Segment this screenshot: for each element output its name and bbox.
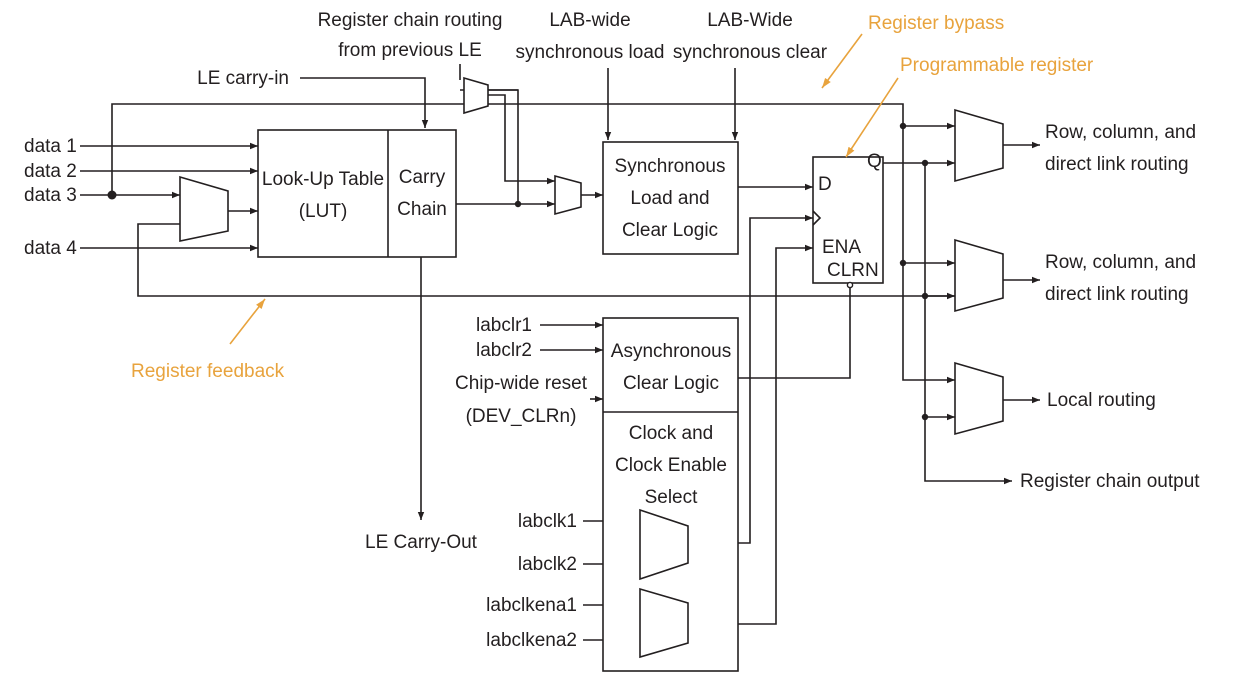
mux-local-routing bbox=[954, 361, 1004, 436]
sync-label-3: Clear Logic bbox=[622, 220, 718, 241]
reg-clrn-label: CLRN bbox=[827, 260, 879, 281]
label-le-carry-out: LE Carry-Out bbox=[365, 532, 478, 553]
labels: Register chain routing from previous LE … bbox=[24, 10, 1200, 651]
mux-data3-data4 bbox=[179, 175, 229, 242]
carry-label-1: Carry bbox=[399, 167, 446, 188]
label-output2-line1: Row, column, and bbox=[1045, 252, 1196, 273]
junction-q-3 bbox=[921, 413, 929, 421]
label-labclk2: labclk2 bbox=[518, 554, 577, 575]
junction-lut-out bbox=[514, 200, 522, 208]
register-bypass-pointer bbox=[821, 33, 863, 89]
sync-label-2: Load and bbox=[630, 188, 709, 209]
mux-routing-2 bbox=[954, 238, 1004, 313]
wire-reg-chain-out bbox=[924, 417, 1012, 485]
annotation-register-feedback: Register feedback bbox=[131, 361, 285, 382]
annotations: Register bypass Programmable register Re… bbox=[131, 13, 1094, 382]
label-labclkena2: labclkena2 bbox=[486, 630, 577, 651]
label-lab-sync-clear-1: LAB-Wide bbox=[707, 10, 793, 31]
reg-q-label: Q bbox=[867, 151, 882, 172]
wire-register-feedback bbox=[137, 223, 955, 300]
clk-label-1: Clock and bbox=[629, 423, 714, 444]
lut-block bbox=[257, 129, 457, 258]
wire-bypass-mux3 bbox=[902, 263, 955, 384]
label-chip-reset-2: (DEV_CLRn) bbox=[466, 406, 577, 427]
label-reg-chain-output: Register chain output bbox=[1020, 471, 1200, 492]
clrn-bubble bbox=[846, 281, 854, 289]
async-label-2: Clear Logic bbox=[623, 373, 719, 394]
wire-register-bypass bbox=[111, 103, 904, 195]
label-output2-line2: direct link routing bbox=[1045, 284, 1189, 305]
label-data2: data 2 bbox=[24, 161, 77, 182]
mux-routing-1 bbox=[954, 108, 1004, 183]
label-output1-line2: direct link routing bbox=[1045, 154, 1189, 175]
label-lab-sync-load-2: synchronous load bbox=[516, 42, 665, 63]
register-feedback-pointer bbox=[229, 298, 266, 345]
lut-label-2: (LUT) bbox=[299, 201, 348, 222]
register-clock-symbol bbox=[812, 210, 822, 226]
junction-bypass-2 bbox=[899, 259, 907, 267]
reg-ena-label: ENA bbox=[822, 237, 861, 258]
label-reg-chain-routing-2: from previous LE bbox=[338, 40, 482, 61]
annotation-programmable-register: Programmable register bbox=[900, 55, 1094, 76]
carry-label-2: Chain bbox=[397, 199, 447, 220]
label-le-carry-in: LE carry-in bbox=[197, 68, 289, 89]
programmable-register bbox=[812, 156, 884, 284]
async-label-1: Asynchronous bbox=[611, 341, 731, 362]
label-labclk1: labclk1 bbox=[518, 511, 577, 532]
label-lab-sync-load-1: LAB-wide bbox=[549, 10, 630, 31]
label-data3: data 3 bbox=[24, 185, 77, 206]
junction-q-1 bbox=[921, 159, 929, 167]
label-lab-sync-clear-2: synchronous clear bbox=[673, 42, 828, 63]
wire-reg-chain-mux-out bbox=[488, 94, 555, 185]
annotation-register-bypass: Register bypass bbox=[868, 13, 1004, 34]
wire-async-to-clrn bbox=[738, 287, 851, 379]
label-reg-chain-routing-1: Register chain routing bbox=[318, 10, 503, 31]
junction-data3 bbox=[107, 190, 117, 200]
wire-q-to-mux2 bbox=[924, 163, 955, 297]
label-output1-line1: Row, column, and bbox=[1045, 122, 1196, 143]
sync-load-clear-block bbox=[602, 141, 739, 255]
junction-bypass-1 bbox=[899, 122, 907, 130]
programmable-register-pointer bbox=[845, 77, 899, 158]
label-labclkena1: labclkena1 bbox=[486, 595, 577, 616]
clk-label-2: Clock Enable bbox=[615, 455, 727, 476]
label-labclr1: labclr1 bbox=[476, 315, 532, 336]
block-labels: Look-Up Table (LUT) Carry Chain Synchron… bbox=[262, 151, 882, 508]
label-local-routing: Local routing bbox=[1047, 390, 1156, 411]
mux-lut-reg-chain bbox=[554, 174, 582, 216]
junction-dots bbox=[107, 122, 929, 421]
junction-q-2 bbox=[921, 292, 929, 300]
mux-carry-in bbox=[463, 76, 489, 115]
label-data1: data 1 bbox=[24, 136, 77, 157]
wire-bypass-mux2 bbox=[902, 126, 955, 267]
wire-le-carry-in bbox=[300, 77, 429, 128]
lut-label-1: Look-Up Table bbox=[262, 169, 384, 190]
label-labclr2: labclr2 bbox=[476, 340, 532, 361]
wire-q-to-mux3 bbox=[924, 296, 955, 421]
reg-d-label: D bbox=[818, 174, 832, 195]
mux-labclkena bbox=[639, 587, 689, 659]
label-data4: data 4 bbox=[24, 238, 77, 259]
clk-label-3: Select bbox=[645, 487, 699, 508]
label-chip-reset-1: Chip-wide reset bbox=[455, 373, 588, 394]
sync-label-1: Synchronous bbox=[615, 156, 726, 177]
mux-labclk bbox=[639, 508, 689, 581]
